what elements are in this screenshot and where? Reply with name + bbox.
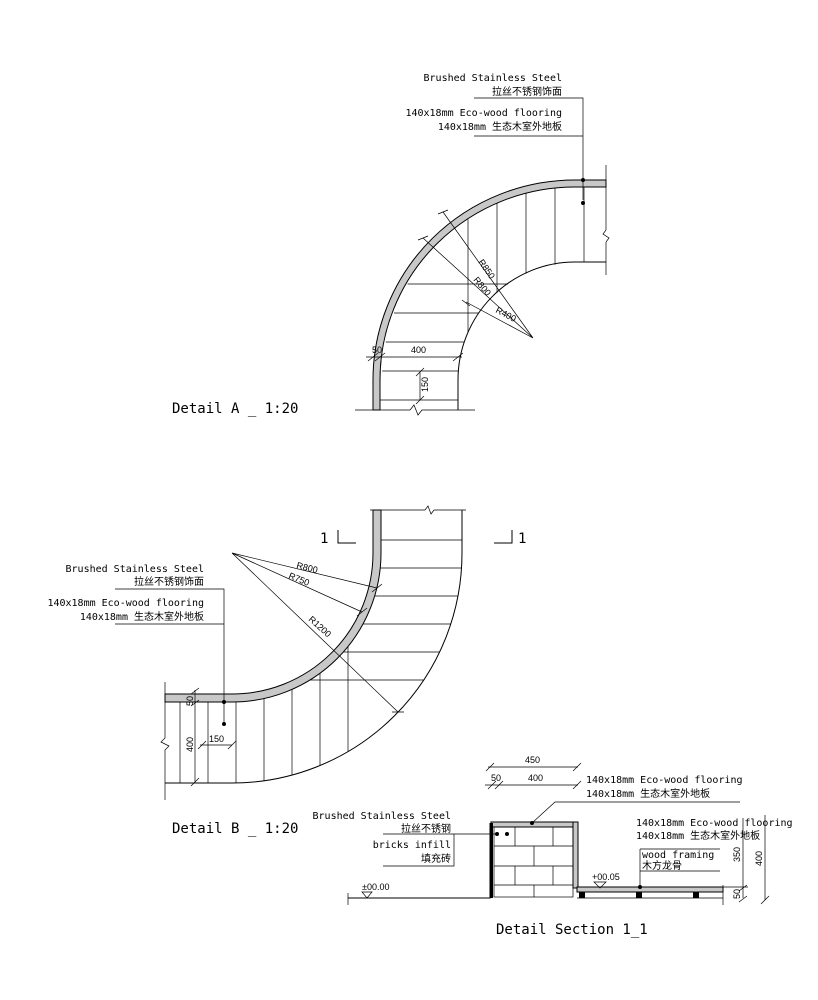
top-break-line xyxy=(370,505,466,515)
label-floor-en: 140x18mm Eco-wood flooring xyxy=(405,108,562,119)
dimension-lines xyxy=(723,815,770,905)
label-floor2-cn: 140x18mm 生态木室外地板 xyxy=(636,829,760,842)
label-floor-cn: 140x18mm 生态木室外地板 xyxy=(586,787,710,800)
label-brick-en: bricks infill xyxy=(373,840,451,851)
radius-lines xyxy=(231,552,404,713)
steel-cap xyxy=(490,821,579,828)
section-mark-left xyxy=(337,530,356,544)
floor-deck xyxy=(576,886,724,893)
leader-dot xyxy=(495,832,499,836)
floor-boards xyxy=(179,539,462,783)
leader-dot xyxy=(581,201,585,205)
dimension-lines xyxy=(366,352,464,405)
dim-board: 150 xyxy=(420,377,430,392)
label-floor-en: 140x18mm Eco-wood flooring xyxy=(47,598,204,609)
level-symbol-floor xyxy=(593,881,607,889)
leader-dot xyxy=(581,178,585,182)
left-break-line xyxy=(160,682,170,800)
label-steel-en: Brushed Stainless Steel xyxy=(424,73,562,84)
bottom-break-line xyxy=(355,404,475,416)
dimension-lines xyxy=(190,687,237,787)
label-frame-en: wood framing xyxy=(642,850,714,861)
section-1-1: 450 50 400 140x18mm Eco-wood flooring 14… xyxy=(313,755,793,938)
leader-dot xyxy=(505,832,509,836)
sleeper xyxy=(693,892,699,898)
dim-width: 400 xyxy=(411,345,426,355)
steel-face xyxy=(490,823,493,898)
dim-top: 400 xyxy=(528,773,543,783)
dim-total: 450 xyxy=(525,755,540,765)
inner-floor-edge xyxy=(457,261,606,410)
leader-dot xyxy=(222,722,226,726)
label-steel-cn: 拉丝不锈钢 xyxy=(401,822,451,835)
dim-wall: 50 xyxy=(185,696,195,706)
brick-infill xyxy=(493,826,574,898)
sleeper xyxy=(579,892,585,898)
sleeper xyxy=(636,892,642,898)
dim-wall: 50 xyxy=(372,345,382,355)
label-frame-cn: 木方龙骨 xyxy=(642,859,682,872)
level-floor: +00.05 xyxy=(592,872,620,882)
dim-height-400: 400 xyxy=(754,851,764,866)
dim-height-350: 350 xyxy=(732,847,742,862)
dim-wall: 50 xyxy=(491,773,501,783)
radius-label-r1200: R1200 xyxy=(307,614,333,639)
section-mark-label-right: 1 xyxy=(518,531,526,547)
section-mark-label-left: 1 xyxy=(320,531,328,547)
steel-edge-band xyxy=(372,179,607,411)
section-title: Detail Section 1_1 xyxy=(496,922,648,938)
steel-edge-band xyxy=(164,509,382,703)
label-steel-cn: 拉丝不锈钢饰面 xyxy=(134,575,204,588)
section-mark-right xyxy=(494,530,513,544)
leader-dot xyxy=(638,885,642,889)
radius-lines xyxy=(417,209,534,339)
label-steel-cn: 拉丝不锈钢饰面 xyxy=(492,85,562,98)
level-symbol-ground xyxy=(361,891,373,899)
dim-width: 400 xyxy=(185,737,195,752)
steel-side xyxy=(572,821,579,889)
label-floor2-en: 140x18mm Eco-wood flooring xyxy=(636,818,793,829)
dim-base-50: 50 xyxy=(732,889,742,899)
leader-dot xyxy=(530,821,534,825)
detail-a: R850 R800 R400 Brushed Stainless Steel 拉… xyxy=(172,73,610,417)
label-steel-en: Brushed Stainless Steel xyxy=(313,811,451,822)
dim-board: 150 xyxy=(209,734,224,744)
detail-b: R800 R750 R1200 1 1 Brushed Stainless St… xyxy=(47,505,526,837)
dimension-lines xyxy=(485,762,582,790)
label-floor-cn: 140x18mm 生态木室外地板 xyxy=(80,610,204,623)
label-floor-en: 140x18mm Eco-wood flooring xyxy=(586,775,743,786)
leader-line xyxy=(115,588,225,725)
floor-boards xyxy=(380,187,585,401)
detail-b-title: Detail B _ 1:20 xyxy=(172,821,298,837)
leader-line xyxy=(383,801,740,887)
break-line xyxy=(602,165,610,275)
leader-line xyxy=(474,97,584,200)
radius-label-r750: R750 xyxy=(287,571,311,588)
label-floor-cn: 140x18mm 生态木室外地板 xyxy=(438,120,562,133)
radius-label-r400: R400 xyxy=(494,305,518,324)
label-steel-en: Brushed Stainless Steel xyxy=(66,564,204,575)
level-ground: ±00.00 xyxy=(362,882,389,892)
detail-a-title: Detail A _ 1:20 xyxy=(172,401,298,417)
leader-dot xyxy=(222,700,226,704)
label-brick-cn: 填充砖 xyxy=(421,852,451,865)
